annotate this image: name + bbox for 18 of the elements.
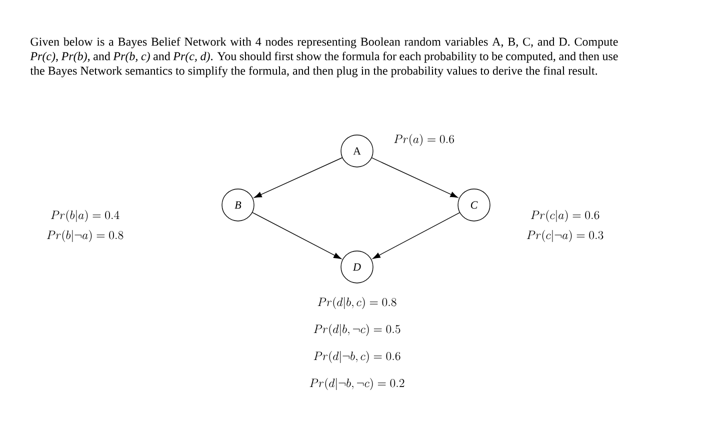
variable-node: B: [222, 188, 254, 222]
variable-node: D: [340, 250, 374, 284]
probability-formula: $Pr(c|a) = 0.6$: [530, 210, 600, 222]
probability-formula: $Pr(c|\neg a) = 0.3$: [526, 230, 604, 242]
arrow: [252, 212, 342, 260]
variable-node: A: [340, 134, 374, 168]
probability-formula: $Pr(d|b, \neg c) = 0.5$: [314, 324, 400, 336]
probability-formula: $Pr(d|b, c) = 0.8$: [318, 297, 396, 309]
probability-formula: $Pr(b|a) = 0.4$: [50, 210, 120, 222]
arrow: [372, 158, 458, 198]
probability-formula: $Pr(d|\neg b, c) = 0.6$: [314, 351, 400, 363]
probability-formula: $Pr(d|\neg b, \neg c) = 0.2$: [310, 378, 404, 390]
problem-text: Given below is a Bayes Belief Network with 4 nodes representing Boolean random variables A, B, C, and D. Compute Pr(c), Pr(b), and Pr(b, c) and Pr(c, d). You should first show the formula for each probability to be computed, and then use the Bayes Network semantics to simplify the formula, and then plug in the probability values to derive the final result.: [30, 37, 618, 78]
probability-formula: $Pr(a) = 0.6$: [394, 134, 454, 146]
variable-node: C: [458, 188, 490, 222]
arrow: [372, 212, 460, 259]
probability-formula: $Pr(b|\neg a) = 0.8$: [46, 230, 124, 242]
arrow: [254, 157, 342, 198]
